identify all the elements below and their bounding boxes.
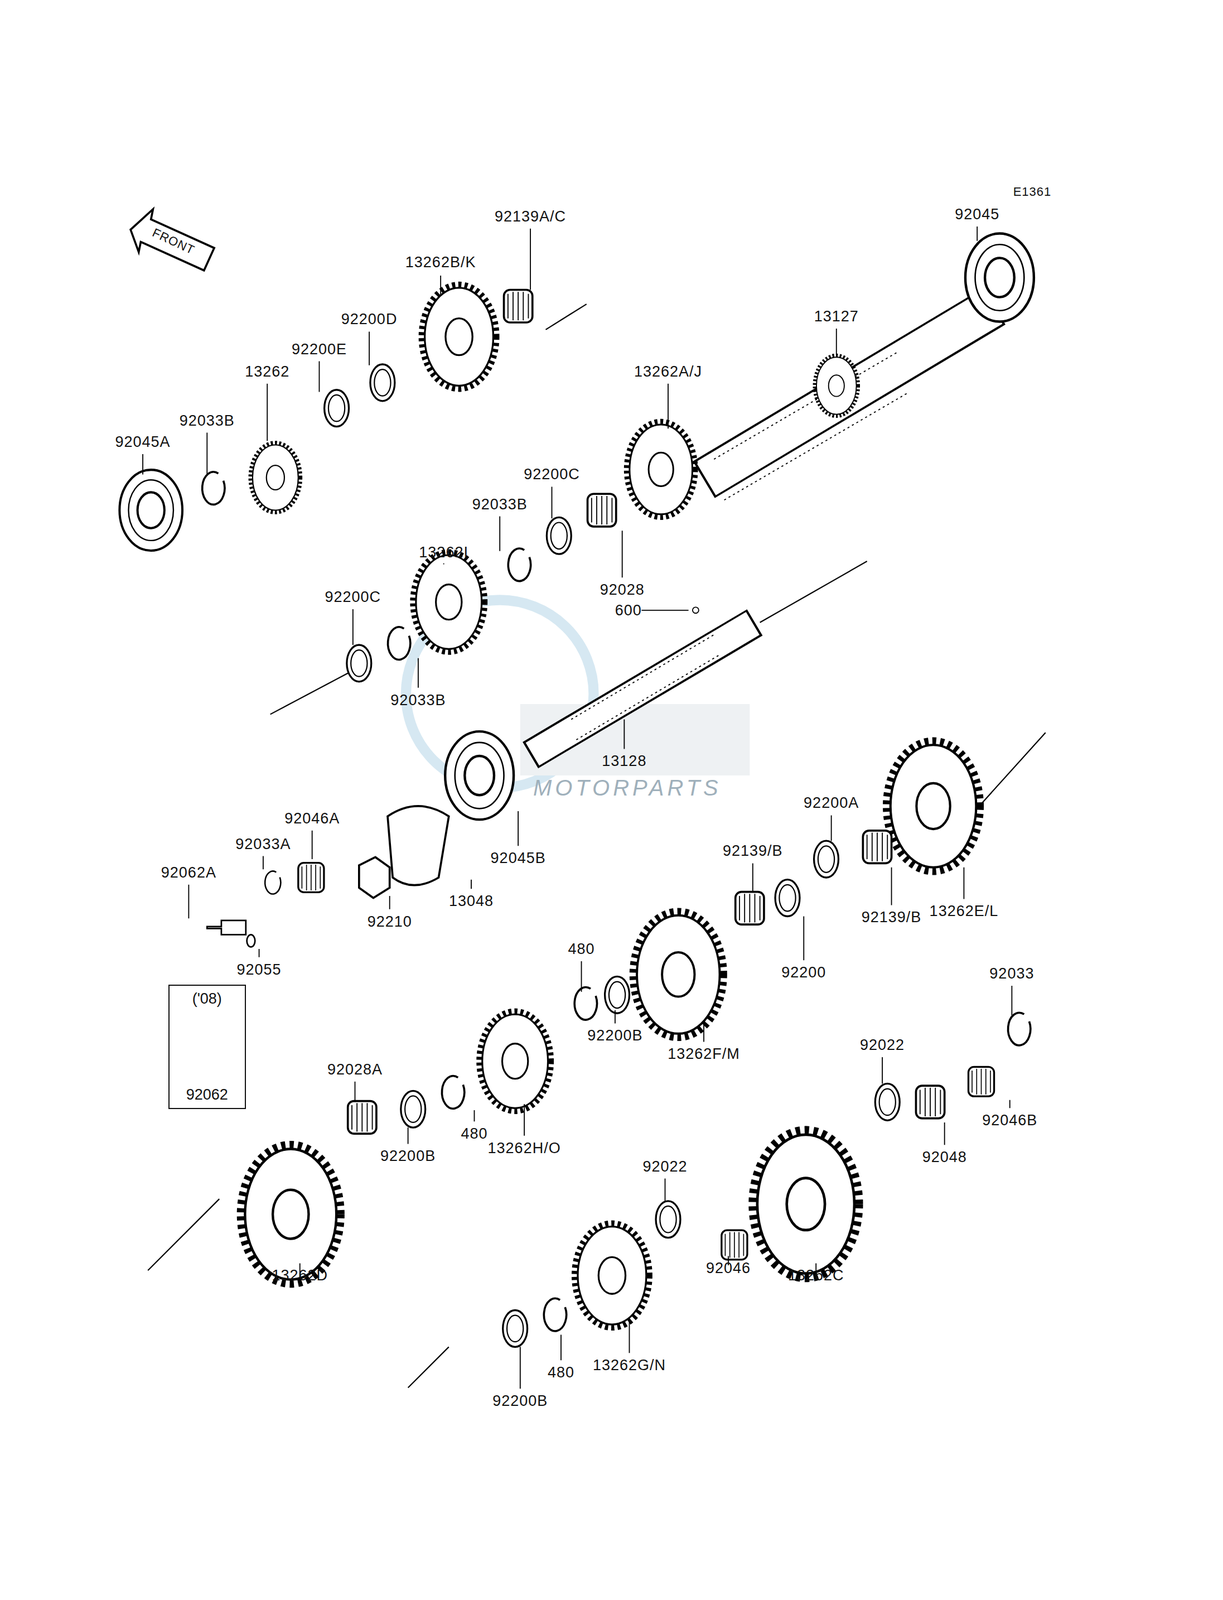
callout-number: 480 — [547, 1364, 575, 1380]
callout-number: 92022 — [642, 1158, 688, 1174]
callout-number: 600 — [615, 602, 642, 618]
callout-number: 92062A — [161, 864, 217, 880]
callout-number: 92045 — [954, 206, 1000, 222]
variant-box: ('08) 92062 — [168, 984, 246, 1109]
callout-number: 92210 — [367, 913, 413, 929]
callout-number: 92200C — [523, 466, 580, 482]
variant-year: ('08) — [176, 989, 239, 1008]
callout-number: 92045B — [490, 850, 546, 866]
callout-number: 92048 — [922, 1149, 968, 1165]
callout-number: 13262 — [244, 363, 290, 379]
callout-number: 13262E/L — [929, 903, 999, 919]
callout-number: 92046B — [982, 1112, 1038, 1128]
callout-number: 13262H/O — [487, 1139, 562, 1155]
callout-number: 92200E — [291, 341, 347, 357]
callout-number: 92200A — [803, 795, 859, 811]
callout-number: 92139/B — [861, 909, 922, 925]
callout-number: 92055 — [237, 961, 282, 977]
callout-number: 13262A/J — [634, 363, 703, 379]
callout-number: 92033 — [989, 965, 1034, 981]
callout-number: 92200D — [341, 311, 398, 327]
callout-number: 480 — [568, 940, 596, 956]
callout-number: 13262G/N — [592, 1357, 666, 1373]
callout-number: 92200 — [781, 964, 826, 980]
callout-number: 13127 — [814, 308, 859, 324]
callout-number: 92062 — [169, 1085, 245, 1104]
callout-number: 92200B — [492, 1393, 548, 1409]
callout-number: 92046 — [706, 1260, 751, 1276]
callout-number: 92028A — [327, 1061, 383, 1077]
callout-number: 13262B/K — [405, 254, 477, 270]
callout-number: 92033A — [235, 835, 291, 852]
callout-number: 13262D — [271, 1267, 328, 1283]
callout-number: 13128 — [601, 753, 647, 769]
callout-number: 13048 — [448, 893, 494, 909]
callout-number: 480 — [460, 1125, 488, 1142]
callout-number: 13262F/M — [667, 1046, 741, 1062]
callout-number: 92200C — [325, 588, 382, 604]
callout-number: 92200B — [587, 1027, 643, 1043]
callout-number: 92022 — [859, 1036, 905, 1052]
callout-number: 92033B — [390, 692, 446, 708]
callout-number: 13262I — [418, 544, 469, 560]
callout-number: 92139A/C — [494, 208, 567, 224]
callout-number: 92139/B — [722, 843, 783, 859]
callout-number: 13262C — [788, 1267, 845, 1283]
callout-number: 92045A — [115, 433, 171, 449]
callout-number: 92046A — [284, 810, 340, 826]
callout-number: 92033B — [472, 496, 528, 512]
callout-number: 92028 — [600, 582, 645, 598]
callout-number: 92200B — [380, 1148, 436, 1164]
diagram-code: E1361 — [1013, 185, 1052, 198]
watermark: MOTORPARTS — [533, 776, 722, 799]
callout-number: 92033B — [179, 412, 235, 428]
